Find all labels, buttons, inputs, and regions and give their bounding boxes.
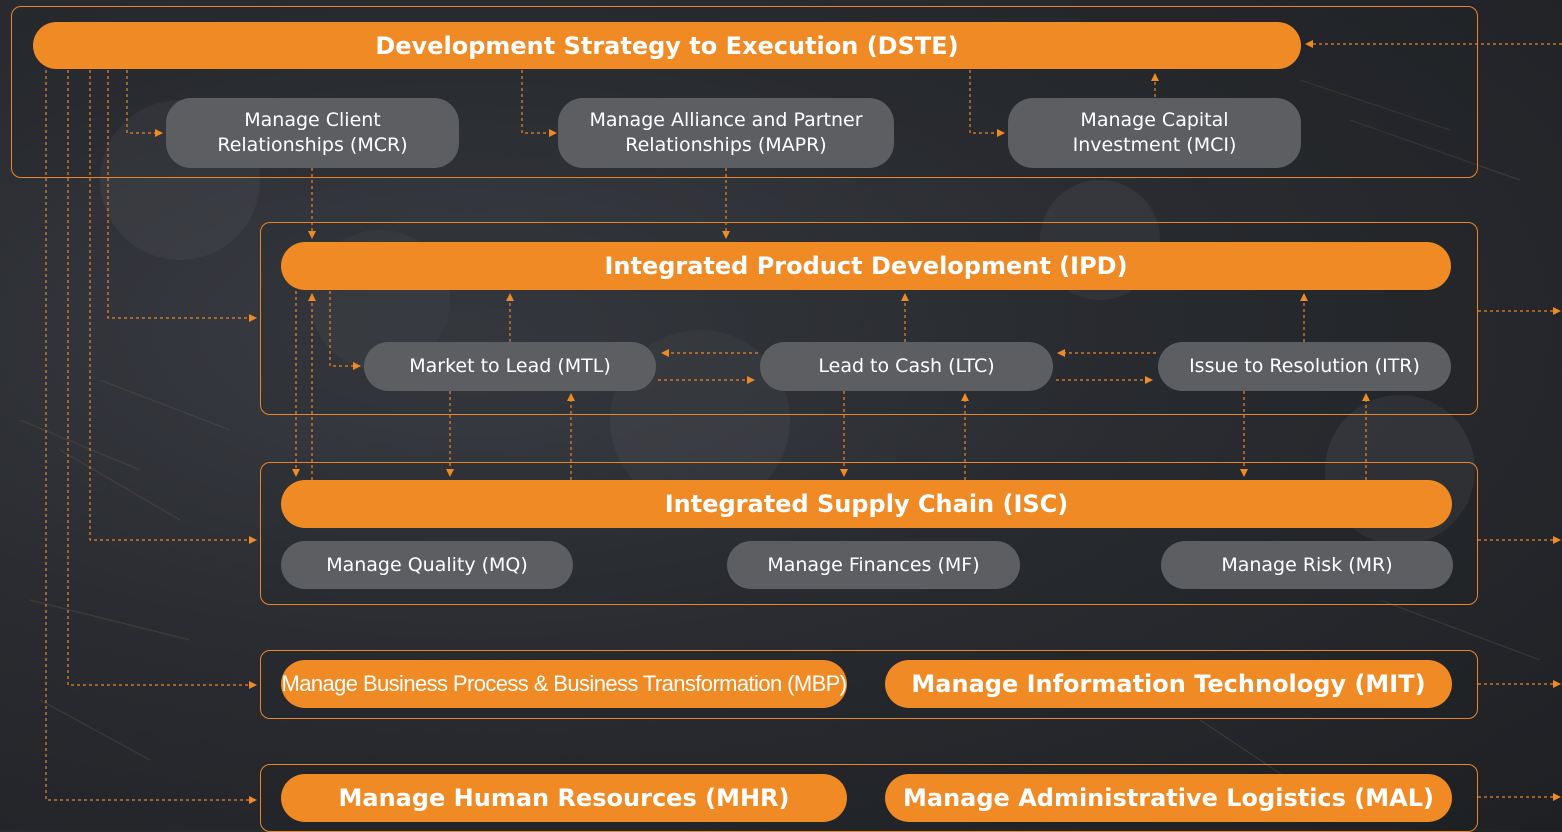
mq-label: Manage Quality (MQ) [326,553,528,576]
mit-node: Manage Information Technology (MIT) [885,660,1452,708]
mq-node: Manage Quality (MQ) [281,541,573,589]
mit-label: Manage Information Technology (MIT) [911,670,1426,698]
ltc-node: Lead to Cash (LTC) [760,342,1053,391]
mf-label: Manage Finances (MF) [767,553,980,576]
mtl-node: Market to Lead (MTL) [364,342,656,391]
ipd-bar: Integrated Product Development (IPD) [281,242,1451,290]
mcr-node: Manage Client Relationships (MCR) [166,98,459,168]
mapr-label: Manage Alliance and Partner Relationship… [589,109,863,156]
mal-label: Manage Administrative Logistics (MAL) [903,784,1434,812]
dste-bar: Development Strategy to Execution (DSTE) [33,22,1301,69]
mapr-node: Manage Alliance and Partner Relationship… [558,98,894,168]
ipd-title: Integrated Product Development (IPD) [604,252,1128,280]
itr-node: Issue to Resolution (ITR) [1158,342,1451,391]
mci-label: Manage Capital Investment (MCI) [1072,109,1237,156]
isc-bar: Integrated Supply Chain (ISC) [281,480,1452,528]
ltc-label: Lead to Cash (LTC) [818,355,995,378]
mr-label: Manage Risk (MR) [1221,553,1393,576]
mal-node: Manage Administrative Logistics (MAL) [885,774,1452,822]
mbp-label: Manage Business Process & Business Trans… [281,671,848,696]
isc-title: Integrated Supply Chain (ISC) [664,490,1069,518]
mcr-label: Manage Client Relationships (MCR) [217,109,408,156]
mf-node: Manage Finances (MF) [727,541,1020,589]
mr-node: Manage Risk (MR) [1161,541,1453,589]
mhr-label: Manage Human Resources (MHR) [338,784,790,812]
itr-label: Issue to Resolution (ITR) [1189,355,1420,378]
mci-node: Manage Capital Investment (MCI) [1008,98,1301,168]
mhr-node: Manage Human Resources (MHR) [281,774,847,822]
mtl-label: Market to Lead (MTL) [409,355,611,378]
mbp-node: Manage Business Process & Business Trans… [281,660,847,708]
dste-title: Development Strategy to Execution (DSTE) [375,31,959,60]
